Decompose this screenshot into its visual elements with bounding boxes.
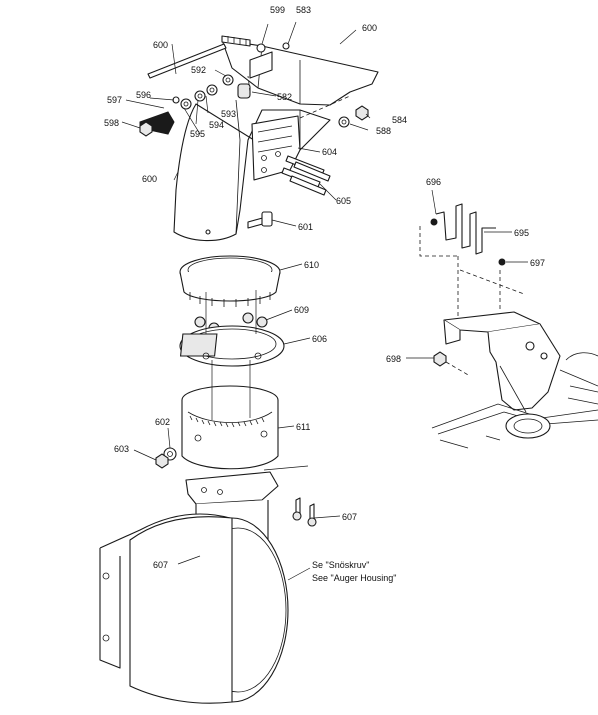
callout-593: 593: [221, 109, 236, 119]
callout-602: 602: [155, 417, 170, 427]
callout-604: 604: [322, 147, 337, 157]
wing-knob: [139, 111, 175, 137]
inset-chute-rod-spring: [430, 203, 506, 266]
auger-housing: [99, 513, 289, 704]
main-alignment-lines: [205, 75, 351, 471]
callout-600-top-right: 600: [362, 23, 377, 33]
deflector-bracket: [249, 21, 297, 79]
leader-lines: [121, 29, 528, 581]
callout-595: 595: [190, 129, 205, 139]
callout-594: 594: [209, 120, 224, 130]
callout-698: 698: [386, 354, 401, 364]
callout-600-top-left: 600: [153, 40, 168, 50]
callout-582: 582: [277, 92, 292, 102]
callout-697: 697: [530, 258, 545, 268]
inset-nut: [433, 351, 447, 367]
carriage-bolts: [281, 155, 331, 196]
callout-596: 596: [136, 90, 151, 100]
callout-584: 584: [392, 115, 407, 125]
callout-609: 609: [294, 305, 309, 315]
inset-dashed-lines: [419, 226, 525, 377]
callout-696: 696: [426, 177, 441, 187]
inset-auger-frame: [431, 352, 598, 449]
housing-washers: [155, 447, 177, 469]
washer-stack: [172, 74, 234, 110]
chute-bolt: [247, 211, 273, 229]
callout-598: 598: [104, 118, 119, 128]
hinge-pin: [147, 43, 227, 79]
see-note-swedish: Se "Snöskruv": [312, 560, 369, 570]
callout-601: 601: [298, 222, 313, 232]
adjust-knob: [237, 83, 277, 99]
callout-607-left: 607: [153, 560, 168, 570]
callout-599: 599: [270, 5, 285, 15]
inset-mounting-bracket: [443, 311, 561, 413]
gear-housing: [181, 385, 279, 470]
callout-597: 597: [107, 95, 122, 105]
callout-592: 592: [191, 65, 206, 75]
callout-600-body: 600: [142, 174, 157, 184]
callout-603: 603: [114, 444, 129, 454]
callout-605: 605: [336, 196, 351, 206]
see-note-english: See "Auger Housing": [312, 573, 396, 583]
callout-610: 610: [304, 260, 319, 270]
chute-ring-upper: [179, 255, 281, 307]
callout-695: 695: [514, 228, 529, 238]
callout-606: 606: [312, 334, 327, 344]
nut-washer-right: [338, 105, 369, 128]
callout-607-right: 607: [342, 512, 357, 522]
chute-ring-plate: [179, 325, 285, 367]
callout-588: 588: [376, 126, 391, 136]
callout-583: 583: [296, 5, 311, 15]
auger-housing-reference-note: Se "Snöskruv" See "Auger Housing": [312, 560, 396, 583]
callout-labels: 599 583 600 600 592 582 597 596 593 594 …: [104, 5, 545, 570]
chute-bracket: [251, 115, 301, 181]
callout-611: 611: [296, 422, 310, 432]
